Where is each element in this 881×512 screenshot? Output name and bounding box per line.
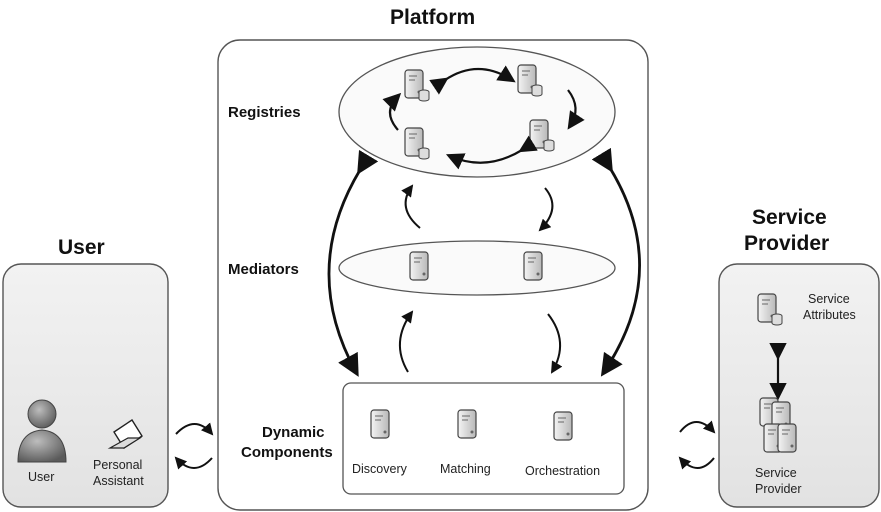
platform-provider-arrow	[679, 420, 716, 434]
orchestration-server-icon	[553, 411, 573, 441]
provider-label-line2: Provider	[755, 482, 802, 496]
service-provider-servers-icon	[759, 397, 797, 453]
assistant-label-line2: Assistant	[93, 474, 144, 488]
laptop-icon	[107, 419, 143, 449]
registry-arrow	[445, 135, 538, 170]
user-title: User	[58, 236, 105, 259]
outer-arrow-left	[327, 149, 379, 377]
provider-platform-arrow	[678, 456, 715, 470]
mediators-ellipse	[338, 240, 616, 296]
outer-arrow-right	[591, 147, 641, 377]
attributes-label-line1: Service	[808, 292, 850, 306]
med-dyn-arrow	[398, 310, 414, 373]
platform-user-arrow	[174, 456, 213, 470]
registries-ellipse	[338, 46, 616, 178]
discovery-label: Discovery	[352, 462, 407, 476]
provider-title-line1: Service	[752, 206, 827, 229]
dynamic-label-line2: Components	[241, 444, 333, 461]
provider-title-line2: Provider	[744, 232, 830, 255]
provider-panel	[718, 263, 880, 508]
matching-label: Matching	[440, 462, 491, 476]
dynamic-label-line1: Dynamic	[262, 424, 325, 441]
discovery-server-icon	[370, 409, 390, 439]
med-dyn-arrow	[547, 313, 563, 374]
provider-label-line1: Service	[755, 466, 797, 480]
registry-arrow	[429, 65, 516, 95]
mediator-server-icon	[523, 251, 543, 281]
mediators-label: Mediators	[228, 261, 299, 278]
attributes-label-line2: Attributes	[803, 308, 856, 322]
orchestration-label: Orchestration	[525, 464, 601, 478]
user-platform-arrow	[175, 422, 214, 436]
mediator-server-icon	[409, 251, 429, 281]
registry-arrow	[567, 89, 585, 130]
reg-med-arrow	[538, 187, 554, 232]
platform-title: Platform	[390, 6, 476, 29]
reg-med-arrow	[401, 184, 421, 229]
registries-label: Registries	[228, 104, 301, 121]
dynamic-components-box	[342, 382, 625, 495]
user-label: User	[28, 470, 55, 484]
matching-server-icon	[457, 409, 477, 439]
registry-arrow	[382, 92, 402, 131]
user-person-icon	[17, 399, 67, 463]
assistant-label-line1: Personal	[93, 458, 143, 472]
